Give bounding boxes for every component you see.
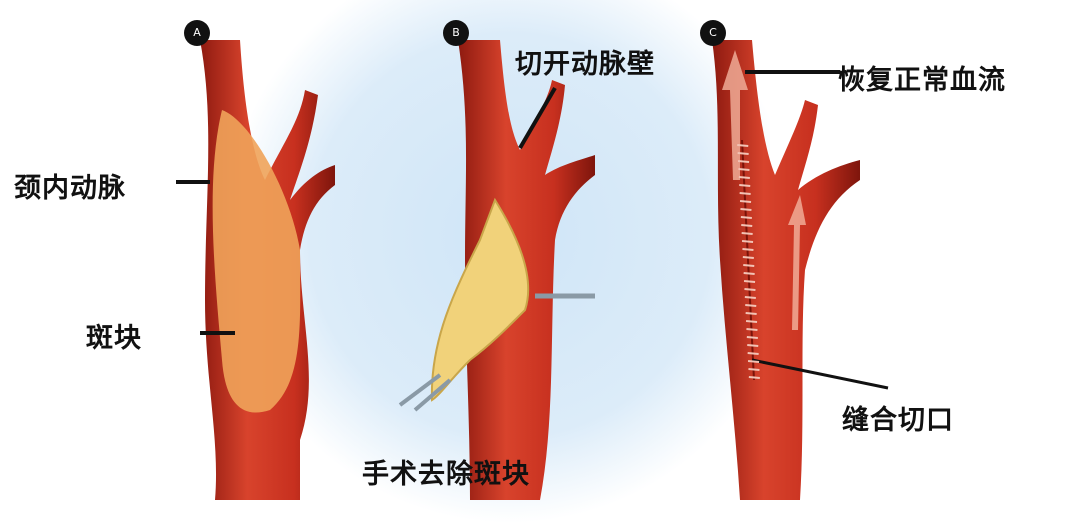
stitch [741,240,754,243]
label-remove-plaque: 手术去除斑块 [362,459,530,490]
stitch [738,176,750,179]
stitch [748,368,760,371]
stitch [739,192,751,195]
stitch [748,376,760,379]
flow-arrow-up [722,50,748,180]
stitch [742,256,754,259]
stitch [745,320,758,323]
flow-arrow-branch [788,195,806,330]
label-internal-carotid: 颈内动脉 [14,173,126,204]
stitch [743,280,756,283]
stitch [739,200,752,203]
stitch [737,144,749,147]
stitch [745,304,757,307]
suture-line [741,139,755,381]
label-restore-flow: 恢复正常血流 [838,65,1006,96]
stitch [747,360,760,363]
stitch [737,160,750,163]
stitch [746,328,758,331]
stitch [745,312,757,315]
artery-a [176,40,335,500]
artery-b [398,40,595,500]
panel-badge-b: B [443,20,469,46]
stitch [738,168,750,171]
stitch [740,208,752,211]
stitch [740,216,752,219]
panel-badge-c: C [700,20,726,46]
stitch [739,184,751,187]
stitch [744,296,756,299]
plaque-shape [212,110,301,413]
removed-plaque-shape [430,197,530,402]
stitch [737,152,749,155]
stitch [747,352,759,355]
stitch [741,232,753,235]
stitch [743,272,755,275]
stitch [744,288,756,291]
stitch [741,224,753,227]
label-incise-wall: 切开动脉壁 [515,49,655,80]
stitches [737,144,760,379]
stitch [743,264,755,267]
panel-badge-a: A [184,20,210,46]
stitch [742,248,754,251]
label-plaque: 斑块 [86,323,142,354]
forceps [398,373,442,407]
stitch [746,336,758,339]
stitch [747,344,759,347]
artery-c [712,40,889,500]
label-suture-incision: 缝合切口 [842,405,954,436]
